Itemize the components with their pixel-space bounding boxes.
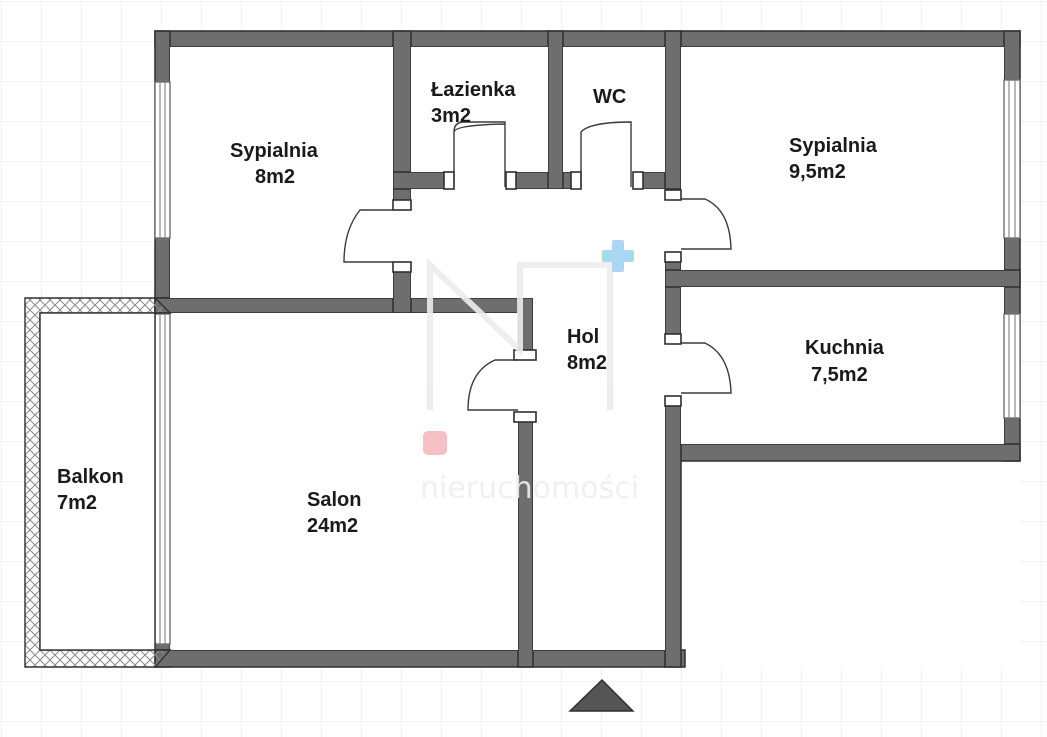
door-swing-sypialnia-right (681, 198, 732, 250)
door-swing-lazienka (453, 121, 506, 187)
door-jambs (392, 171, 682, 423)
window-sypialnia-left (154, 81, 171, 239)
room-name-kuchnia: Kuchnia (805, 337, 885, 359)
window-sypialnia-right (1003, 79, 1021, 239)
room-name-wc: WC (593, 86, 626, 108)
room-name-sypialnia-right: Sypialnia (789, 135, 878, 157)
door-swings (343, 121, 732, 411)
marker-square-icon (423, 431, 447, 455)
door-swing-wc (580, 121, 632, 187)
door-swing-kuchnia (681, 342, 732, 394)
windows (154, 79, 1021, 645)
room-name-balkon: Balkon (57, 466, 124, 488)
room-area-balkon: 7m2 (57, 492, 97, 514)
room-area-hol: 8m2 (567, 352, 607, 374)
room-area-sypialnia-right: 9,5m2 (789, 161, 846, 183)
room-area-kuchnia: 7,5m2 (811, 364, 868, 386)
window-kuchnia (1003, 313, 1021, 419)
room-name-sypialnia-left: Sypialnia (230, 140, 319, 162)
compass-cross-icon (602, 240, 634, 272)
room-area-salon: 24m2 (307, 515, 358, 537)
door-swing-salon (467, 359, 518, 411)
watermark-logo: nieruchomości (420, 258, 639, 506)
balkon-structure (24, 297, 172, 668)
door-swing-sypialnia-left (343, 209, 393, 263)
room-name-lazienka: Łazienka (431, 79, 516, 101)
room-area-sypialnia-left: 8m2 (255, 166, 295, 188)
room-area-lazienka: 3m2 (431, 105, 471, 127)
room-labels: Sypialnia 8m2 Łazienka 3m2 WC Sypialnia … (57, 79, 885, 537)
watermark-text: nieruchomości (420, 471, 639, 506)
entrance-arrow-icon (568, 679, 635, 712)
door-openings (393, 172, 681, 414)
room-name-hol: Hol (567, 326, 599, 348)
window-salon (154, 313, 171, 645)
room-name-salon: Salon (307, 489, 361, 511)
